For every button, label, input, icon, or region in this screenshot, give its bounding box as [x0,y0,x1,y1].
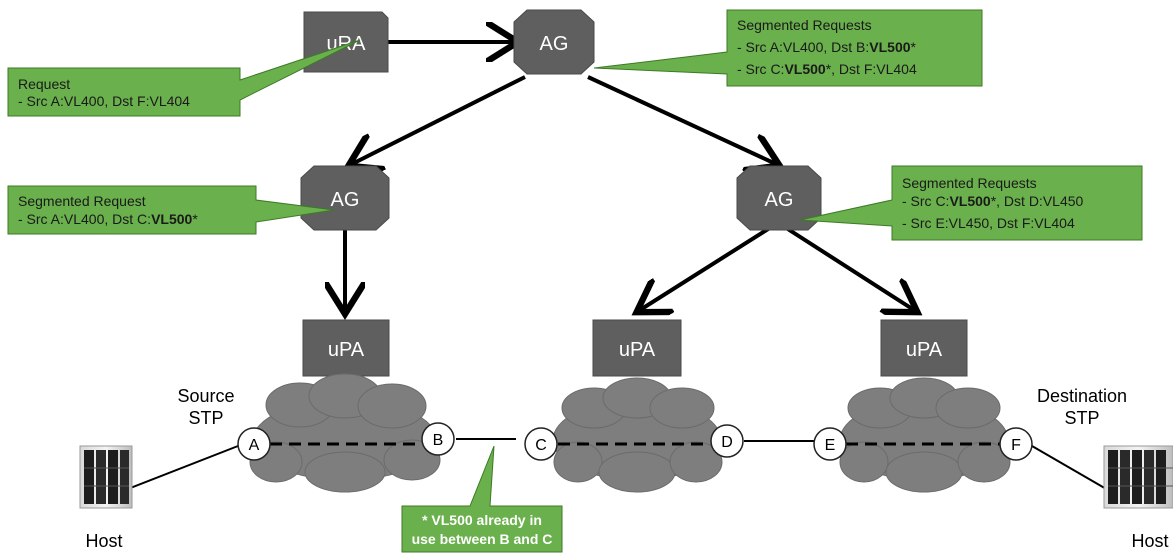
node-upa-right [880,319,968,377]
callout-segmented-left-line1: - Src A:VL400, Dst C:VL500* [18,211,198,227]
callout-segmented-top-line2: - Src C:VL500*, Dst F:VL404 [737,61,917,77]
node-upa-left-label: uPA [328,339,365,361]
node-upa-mid-label: uPA [619,339,656,361]
callout-note-line1: * VL500 already in [422,512,542,528]
host-left-label: Host [85,531,122,551]
callout-request-line1: - Src A:VL400, Dst F:VL404 [18,93,190,109]
callout-segmented-left: Segmented Request - Src A:VL400, Dst C:V… [7,185,335,235]
node-upa-left [302,319,390,377]
stp-e: E [813,427,847,461]
callout-segmented-left-title: Segmented Request [18,193,146,209]
arrow-ag-to-ag-right [587,75,776,164]
callout-segmented-right: Segmented Requests - Src C:VL500*, Dst D… [799,165,1143,241]
cloud-right [839,377,1011,493]
host-right-server-icon [1103,445,1173,509]
destination-stp-label-line2: STP [1064,408,1099,428]
stp-f: F [999,427,1033,461]
links [119,438,1109,493]
stp-d: D [710,424,744,458]
arrow-ag-right-to-upa-right [778,222,914,310]
node-ag-left-label: AG [331,189,360,211]
stp-c: C [524,427,558,461]
node-ag-right: AG [736,165,822,231]
destination-stp-label-line1: Destination [1037,386,1127,406]
node-ag-right-label: AG [765,189,794,211]
stp-c-label: C [535,437,547,454]
callout-request: Request - Src A:VL400, Dst F:VL404 [7,39,361,117]
stp-a-label: A [249,437,260,454]
arrow-ag-right-to-upa-mid [640,222,778,310]
callout-segmented-top: Segmented Requests - Src A:VL400, Dst B:… [593,9,983,87]
callout-note-line2: use between B and C [412,531,553,547]
host-right-label: Host [1131,531,1168,551]
cloud-mid [552,377,723,493]
stp-b-label: B [433,432,444,449]
stp-e-label: E [825,437,836,454]
callout-segmented-right-line2: - Src E:VL450, Dst F:VL404 [902,215,1075,231]
node-upa-right-label: uPA [906,339,943,361]
node-ag-top-label: AG [540,33,569,55]
arrows [345,42,914,310]
source-stp-label-line1: Source [177,386,234,406]
callout-segmented-right-line1: - Src C:VL500*, Dst D:VL450 [902,193,1084,209]
node-ag-top: AG [513,9,595,75]
cloud-left [249,373,441,493]
link-host-left-to-a [119,445,239,493]
stp-a: A [237,427,271,461]
node-upa-mid [592,319,682,377]
stp-d-label: D [721,434,733,451]
host-left-server-icon [79,445,133,509]
stp-b: B [421,422,455,456]
callout-segmented-right-title: Segmented Requests [902,175,1037,191]
source-stp-label-line2: STP [188,408,223,428]
node-ura: uRA [303,11,389,73]
callout-segmented-top-line1: - Src A:VL400, Dst B:VL500* [737,39,917,55]
callout-vl500-note: * VL500 already in use between B and C [401,445,563,553]
link-f-to-host-right [1031,445,1109,491]
stp-f-label: F [1011,437,1021,454]
node-ag-left: AG [300,165,390,231]
callout-request-title: Request [18,76,70,92]
arrow-ag-to-ag-left [352,75,526,164]
callout-segmented-top-title: Segmented Requests [737,17,872,33]
